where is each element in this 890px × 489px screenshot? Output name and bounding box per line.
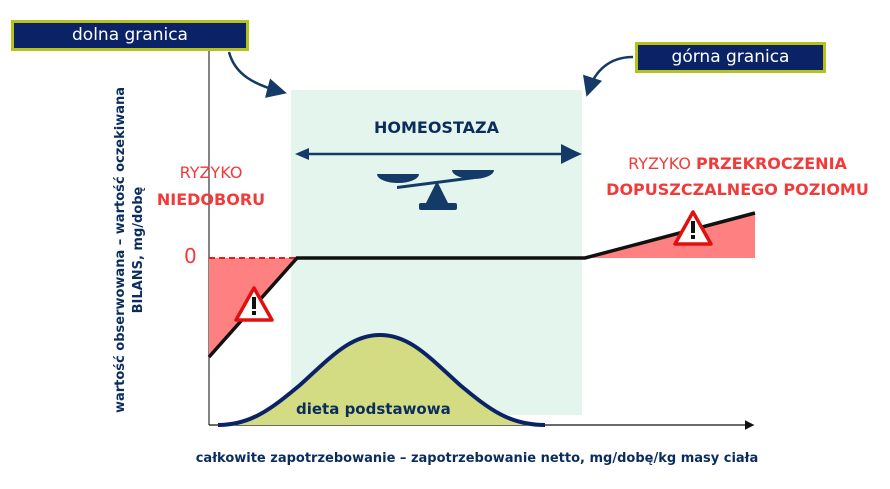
arrowhead-right [568,148,582,160]
y-axis-title-line2: BILANS, mg/dobę [131,186,146,314]
excess-risk-word-bold: PRZEKROCZENIA [696,154,847,173]
excess-risk-label-1: RYZYKO PRZEKROCZENIA [600,154,875,173]
scale-icon [377,170,494,210]
excess-risk-label-2: DOPUSZCZALNEGO POZIOMU [606,180,869,199]
deficiency-risk-label-1: RYZYKO [179,163,243,182]
upper-limit-pointer [583,55,634,97]
warning-icon [673,210,713,246]
y-axis-title: wartość obserwowana – wartość oczekiwana… [112,87,148,413]
excess-risk-word: RYZYKO [628,154,691,173]
x-axis-title: całkowite zapotrzebowanie – zapotrzebowa… [195,451,759,466]
homeostasis-title: HOMEOSTAZA [373,118,499,137]
y-axis-title-line1: wartość obserwowana – wartość oczekiwana [113,86,128,414]
basic-diet-label: dieta podstawowa [296,400,451,418]
warning-icon [234,286,274,322]
basic-diet-curve [218,335,545,425]
upper-limit-label: górna granica [635,42,826,73]
zero-tick-label: 0 [184,244,197,268]
deficiency-risk-label-2: NIEDOBORU [156,190,266,209]
lower-limit-pointer [227,51,287,98]
arrowhead-left [295,148,309,160]
lower-limit-label: dolna granica [11,20,249,51]
basic-diet-curve-outline [217,332,546,427]
